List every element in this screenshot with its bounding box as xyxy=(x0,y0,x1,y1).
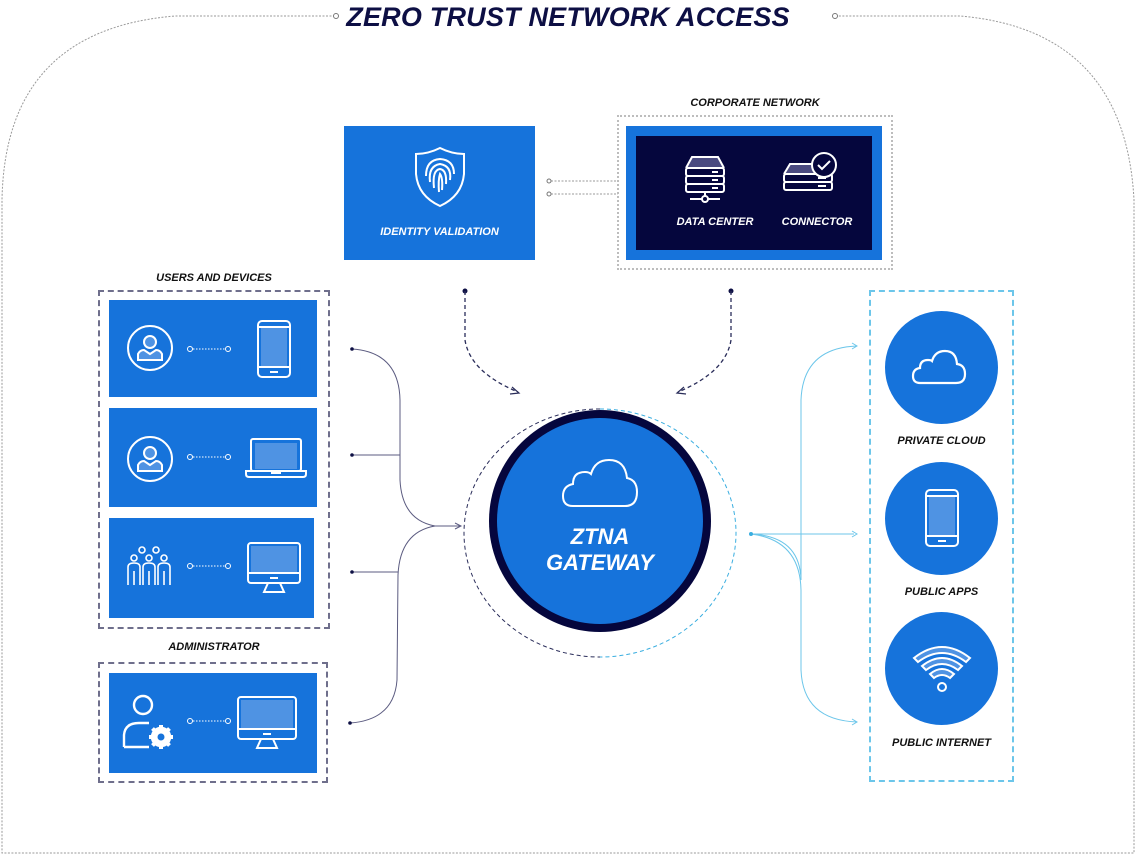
user-gear-icon xyxy=(121,693,179,751)
link-dots-icon xyxy=(186,345,232,353)
corporate-network-heading: CORPORATE NETWORK xyxy=(690,97,820,109)
gateway-ring-left xyxy=(463,408,601,658)
destinations-bracket xyxy=(750,342,858,726)
administrator-group xyxy=(98,662,328,783)
smartphone-icon xyxy=(256,319,292,379)
public-apps-node xyxy=(885,462,998,575)
link-dots-icon xyxy=(186,717,232,725)
link-dots-icon xyxy=(186,453,232,461)
desktop-monitor-icon xyxy=(236,695,298,751)
page-title: ZERO TRUST NETWORK ACCESS xyxy=(346,2,790,32)
cloud-icon xyxy=(911,348,967,386)
administrator-row xyxy=(109,673,317,773)
public-internet-label: PUBLIC INTERNET xyxy=(892,737,991,749)
connector-label: CONNECTOR xyxy=(781,216,853,228)
public-internet-node xyxy=(885,612,998,725)
private-cloud-label: PRIVATE CLOUD xyxy=(897,435,986,447)
users-bracket xyxy=(349,348,463,724)
server-network-icon xyxy=(682,154,728,204)
users-devices-heading: USERS AND DEVICES xyxy=(156,272,272,284)
user-device-row xyxy=(109,518,314,618)
gateway-title-line2: GATEWAY xyxy=(546,550,654,575)
user-circle-icon xyxy=(126,435,174,483)
destinations-group xyxy=(869,290,1014,782)
user-device-row xyxy=(109,300,317,397)
public-apps-label: PUBLIC APPS xyxy=(904,586,979,598)
frame-node xyxy=(832,13,838,19)
identity-validation-label: IDENTITY VALIDATION xyxy=(380,226,499,238)
laptop-icon xyxy=(245,437,307,479)
corporate-to-gateway-arrow xyxy=(677,291,732,393)
private-cloud-node xyxy=(885,311,998,424)
identity-to-gateway-arrow xyxy=(464,291,519,393)
corporate-network-group xyxy=(617,115,893,270)
desktop-monitor-icon xyxy=(246,541,302,595)
ztna-gateway: ZTNA GATEWAY xyxy=(489,410,711,632)
data-center-label: DATA CENTER xyxy=(676,216,754,228)
outer-frame xyxy=(1,15,1135,854)
link-dots-icon xyxy=(186,562,232,570)
fingerprint-shield-icon xyxy=(412,144,468,210)
cloud-icon xyxy=(561,456,639,510)
gateway-ring-right xyxy=(599,408,737,658)
server-check-icon xyxy=(780,150,844,200)
administrator-heading: ADMINISTRATOR xyxy=(168,641,260,653)
gateway-title-line1: ZTNA xyxy=(570,524,630,549)
user-group-icon xyxy=(125,545,173,589)
corporate-network-inner: DATA CENTER CONNECTOR xyxy=(636,136,872,250)
user-circle-icon xyxy=(126,324,174,372)
user-device-row xyxy=(109,408,317,507)
smartphone-icon xyxy=(924,488,960,548)
ztna-gateway-inner: ZTNA GATEWAY xyxy=(497,418,703,624)
identity-validation-box: IDENTITY VALIDATION xyxy=(344,126,535,260)
users-devices-group xyxy=(98,290,330,629)
wifi-icon xyxy=(911,642,973,696)
frame-node xyxy=(333,13,339,19)
corporate-network-panel: DATA CENTER CONNECTOR xyxy=(626,126,882,260)
